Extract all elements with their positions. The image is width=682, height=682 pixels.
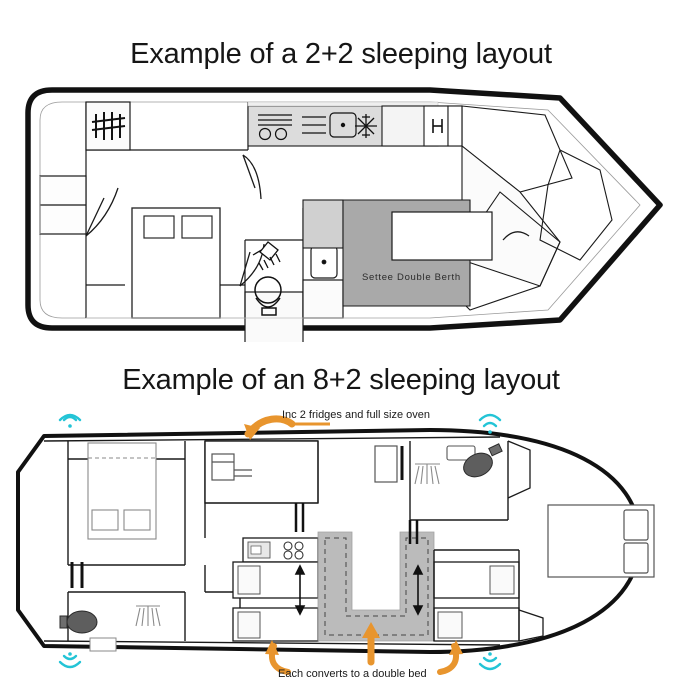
mid-right-walls-8plus2 — [433, 549, 520, 641]
bed-outline-2plus2 — [131, 207, 221, 319]
bow-bathroom-8plus2 — [409, 441, 509, 521]
shower-head-icon — [252, 241, 281, 271]
oven-icon-8plus2 — [211, 453, 252, 481]
plan-panel-8plus2: Example of an 8+2 sleeping layout — [0, 360, 682, 682]
door-swing-cabin-2plus2 — [85, 187, 119, 237]
callout-galley-text: Inc 2 fridges and full size oven — [282, 410, 430, 421]
settee-double-berth-2plus2 — [342, 199, 493, 307]
callout-arrow-berths — [265, 622, 463, 675]
bow-double-bed-8plus2 — [547, 504, 655, 578]
washer-icon-8plus2 — [374, 445, 398, 483]
basin-icon-bow-8plus2 — [446, 445, 476, 461]
callout-arrow-galley — [244, 415, 330, 440]
wifi-icon — [58, 413, 82, 428]
plan-drawing-2plus2: Settee Double Berth — [0, 80, 682, 342]
wc-basin-block-2plus2 — [302, 245, 344, 319]
galley-upper-cabinets-8plus2 — [205, 441, 319, 504]
sink-icon — [302, 112, 357, 138]
hob-icon — [258, 114, 292, 141]
shower-head-icon-stern-8plus2 — [135, 605, 161, 627]
settee-table-2plus2 — [391, 211, 493, 261]
toilet-icon-bow-8plus2 — [463, 443, 503, 478]
galley-divider-8plus2 — [294, 503, 305, 532]
galley-top-8plus2 — [204, 440, 319, 504]
bow-hatch-arc-2plus2 — [502, 231, 530, 241]
berth-lower-right-8plus2 — [433, 607, 520, 642]
stern-slats-8plus2 — [70, 562, 84, 588]
stern-bathroom-8plus2 — [67, 591, 186, 641]
stern-double-bed-8plus2 — [87, 442, 157, 540]
convert-arrow-left-8plus2 — [294, 564, 306, 616]
hob-4-burner-icon — [283, 541, 304, 560]
plan-title-2plus2: Example of a 2+2 sleeping layout — [130, 38, 552, 70]
bathroom-2plus2 — [244, 291, 304, 342]
convert-arrow-right-8plus2 — [412, 564, 424, 616]
door-wall-8plus2 — [408, 520, 419, 544]
plan-title-8plus2: Example of an 8+2 sleeping layout — [122, 364, 560, 396]
bow-galley-unit-2plus2 — [381, 105, 463, 147]
settee-berth-label: Settee Double Berth — [362, 272, 461, 283]
wifi-icon-stern-bottom — [58, 652, 82, 669]
bow-bath-corner-8plus2 — [507, 440, 531, 499]
bow-berth-corner-8plus2 — [518, 609, 544, 642]
shower-tally-icon — [91, 112, 126, 140]
door-swing-corridor-2plus2 — [242, 154, 262, 200]
berth-lower-left-8plus2 — [232, 607, 319, 642]
callout-berths-text: Each converts to a double bed — [278, 668, 427, 680]
corridor-convertible-area-8plus2 — [317, 531, 435, 642]
wifi-icon-bow-top — [478, 413, 502, 434]
wifi-icon-bow-bottom — [478, 652, 502, 671]
hull-inner-line-2plus2 — [39, 101, 641, 319]
toilet-icon-stern-8plus2 — [59, 610, 98, 634]
basin-icon-stern-8plus2 — [89, 637, 117, 652]
hob-unit-8plus2 — [242, 537, 319, 563]
berth-upper-right-8plus2 — [433, 561, 520, 599]
shower-head-icon-bow-8plus2 — [414, 463, 440, 485]
galley-lower-counter-8plus2 — [232, 561, 319, 599]
fridge-snowflake-icon — [355, 114, 377, 138]
toilet-icon — [254, 276, 282, 316]
wardrobe-icon — [432, 119, 443, 133]
plan-drawing-8plus2: Inc 2 fridges and full size oven Each co… — [0, 410, 682, 680]
galley-cupboard-2plus2 — [302, 199, 344, 249]
deck-line-top-8plus2 — [43, 436, 501, 442]
floor-lines-2plus2 — [39, 176, 430, 319]
plan-panel-2plus2: Example of a 2+2 sleeping layout — [0, 38, 682, 342]
